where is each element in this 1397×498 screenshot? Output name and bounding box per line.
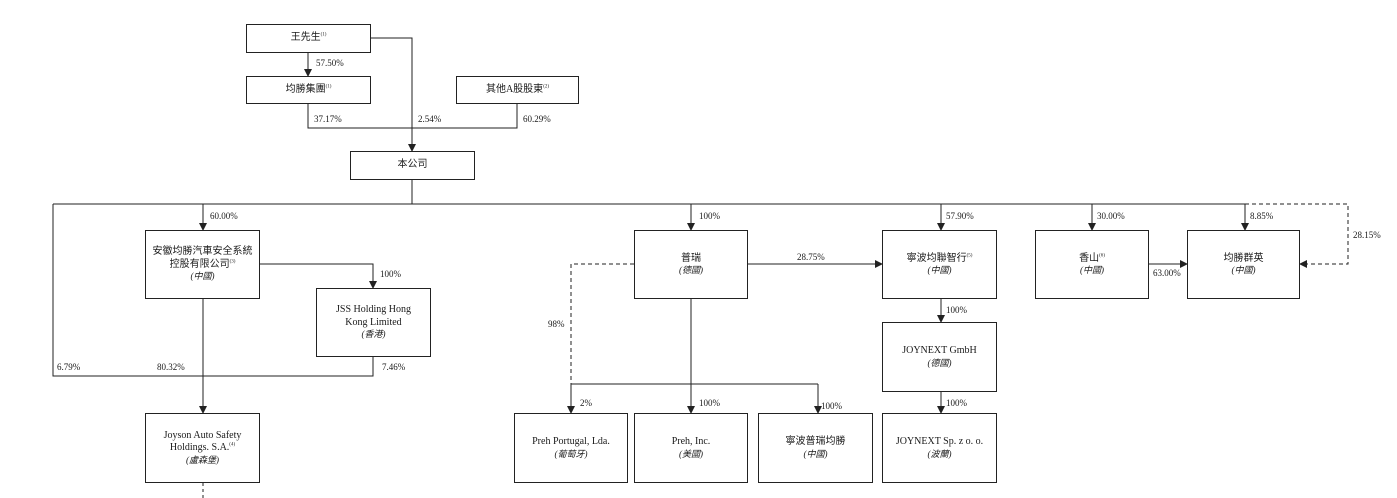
entity-anhui-joyson: 安徽均勝汽車安全系統 控股有限公司(3) (中國) — [145, 230, 260, 299]
entity-preh: 普瑞 (德國) — [634, 230, 748, 299]
line-qunying-dashed-loop — [1245, 203, 1349, 268]
pct-portugal-other: 2% — [580, 398, 592, 408]
pct-company-to-anhui: 60.00% — [210, 211, 238, 221]
pct-qunying-dashed: 28.15% — [1353, 230, 1381, 240]
line-preh-to-portugal-dashed — [570, 263, 634, 384]
entity-ningbo-joyson-zhixing: 寧波均聯智行(5) (中國) — [882, 230, 997, 299]
pct-group-to-company: 37.17% — [314, 114, 342, 124]
line-group-to-company — [307, 104, 412, 129]
line-anhui-to-jss — [260, 263, 377, 289]
line-wang-to-company — [371, 37, 416, 152]
pct-company-to-xiangshan: 30.00% — [1097, 211, 1125, 221]
entity-joynext-sp: JOYNEXT Sp. z o. o. (波蘭) — [882, 413, 997, 483]
entity-joyson-group: 均勝集團(1) — [246, 76, 371, 104]
entity-joyson-auto-safety: Joyson Auto Safety Holdings. S.A.(4) (盧森… — [145, 413, 260, 483]
entity-joyson-qunying: 均勝群英 (中國) — [1187, 230, 1300, 299]
entity-other-a-holders: 其他A股股東(2) — [456, 76, 579, 104]
entity-company: 本公司 — [350, 151, 475, 180]
pct-preh-to-ningbo-preh: 100% — [821, 401, 842, 411]
entity-joynext-gmbh: JOYNEXT GmbH (德國) — [882, 322, 997, 392]
entity-mr-wang: 王先生(1) — [246, 24, 371, 53]
entity-ningbo-preh-joyson: 寧波普瑞均勝 (中國) — [758, 413, 873, 483]
pct-jss-to-joyson-auto: 7.46% — [382, 362, 406, 372]
pct-wang-to-group: 57.50% — [316, 58, 344, 68]
pct-wang-to-company: 2.54% — [418, 114, 442, 124]
pct-company-to-qunying: 8.85% — [1250, 211, 1274, 221]
pct-others-to-company: 60.29% — [523, 114, 551, 124]
entity-preh-inc: Preh, Inc. (美國) — [634, 413, 748, 483]
pct-preh-to-zhixing: 28.75% — [797, 252, 825, 262]
entity-xiangshan: 香山(6) (中國) — [1035, 230, 1149, 299]
entity-preh-portugal: Preh Portugal, Lda. (葡萄牙) — [514, 413, 628, 483]
entity-jss-holding: JSS Holding Hong Kong Limited (香港) — [316, 288, 431, 357]
pct-company-to-zhixing: 57.90% — [946, 211, 974, 221]
line-others-to-company — [412, 104, 518, 129]
pct-company-to-joyson-auto: 6.79% — [57, 362, 81, 372]
pct-preh-to-portugal-dashed: 98% — [548, 319, 565, 329]
pct-anhui-to-joyson-auto: 80.32% — [157, 362, 185, 372]
line-jss-to-joyson-auto — [203, 357, 374, 377]
pct-zhixing-to-gmbh: 100% — [946, 305, 967, 315]
pct-xiangshan-to-qunying: 63.00% — [1153, 268, 1181, 278]
pct-gmbh-to-sp: 100% — [946, 398, 967, 408]
pct-preh-to-inc: 100% — [699, 398, 720, 408]
pct-anhui-to-jss: 100% — [380, 269, 401, 279]
pct-company-to-preh: 100% — [699, 211, 720, 221]
line-company-to-joyson-auto — [52, 204, 203, 377]
